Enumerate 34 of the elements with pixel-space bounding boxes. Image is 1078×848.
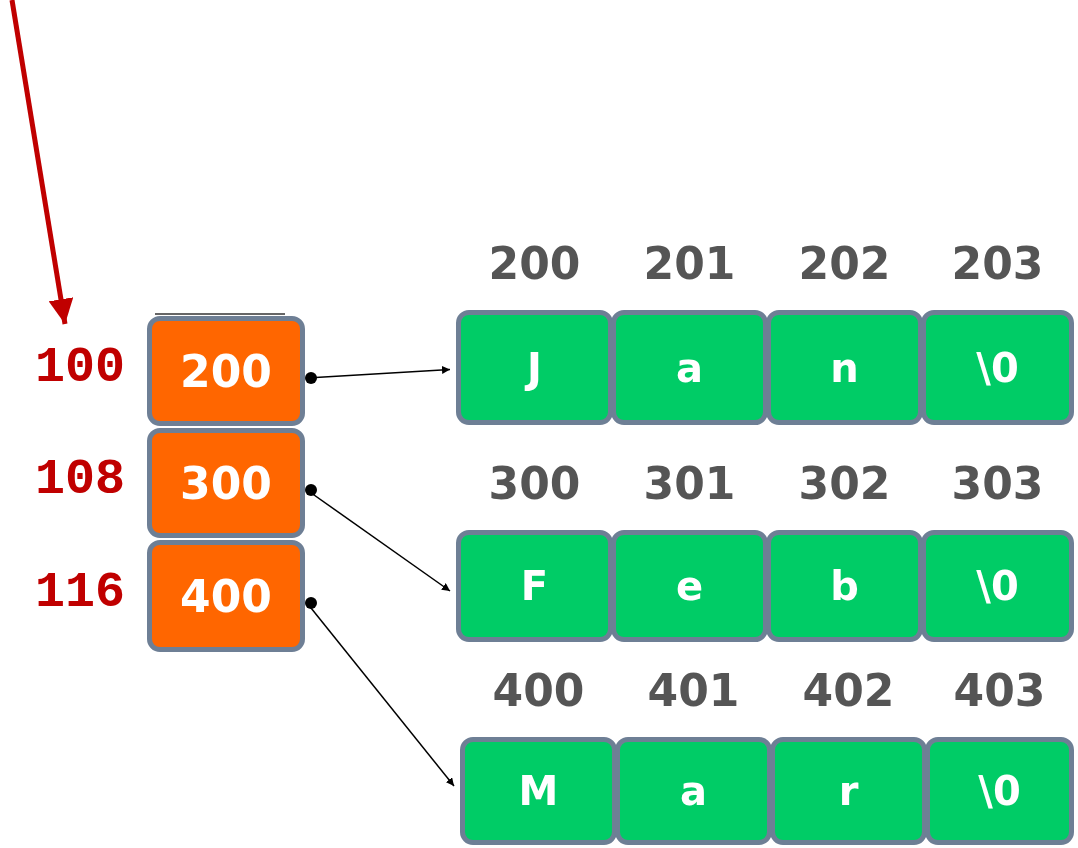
char-cell: \0 bbox=[921, 310, 1074, 425]
address-label: 201 bbox=[642, 238, 737, 289]
address-label: 302 bbox=[797, 458, 892, 509]
char-cell: b bbox=[766, 530, 923, 642]
pointer-arrow bbox=[9, 0, 74, 325]
address-label: 203 bbox=[950, 238, 1045, 289]
address-label: 200 bbox=[487, 238, 582, 289]
address-label: 116 bbox=[35, 564, 125, 621]
char-cell: \0 bbox=[925, 737, 1074, 845]
char-cell: M bbox=[460, 737, 617, 845]
pointer-arrow bbox=[305, 366, 451, 384]
pointer-box: 300 bbox=[147, 428, 305, 538]
address-label: 300 bbox=[487, 458, 582, 509]
char-cell: a bbox=[611, 310, 768, 425]
address-label: 400 bbox=[491, 665, 586, 716]
address-label: 202 bbox=[797, 238, 892, 289]
address-label: 108 bbox=[35, 451, 125, 508]
pointer-box: 200 bbox=[147, 316, 305, 426]
pointer-arrow bbox=[305, 484, 451, 592]
pointer-box: 400 bbox=[147, 540, 305, 652]
pointer-arrow bbox=[305, 597, 455, 787]
char-cell: r bbox=[770, 737, 927, 845]
address-label: 402 bbox=[801, 665, 896, 716]
char-cell: n bbox=[766, 310, 923, 425]
char-cell: a bbox=[615, 737, 772, 845]
char-cell: J bbox=[456, 310, 613, 425]
char-cell: F bbox=[456, 530, 613, 642]
address-label: 303 bbox=[950, 458, 1045, 509]
address-label: 100 bbox=[35, 339, 125, 396]
address-label: 301 bbox=[642, 458, 737, 509]
address-label: 403 bbox=[952, 665, 1047, 716]
char-cell: \0 bbox=[921, 530, 1074, 642]
char-cell: e bbox=[611, 530, 768, 642]
address-label: 401 bbox=[646, 665, 741, 716]
